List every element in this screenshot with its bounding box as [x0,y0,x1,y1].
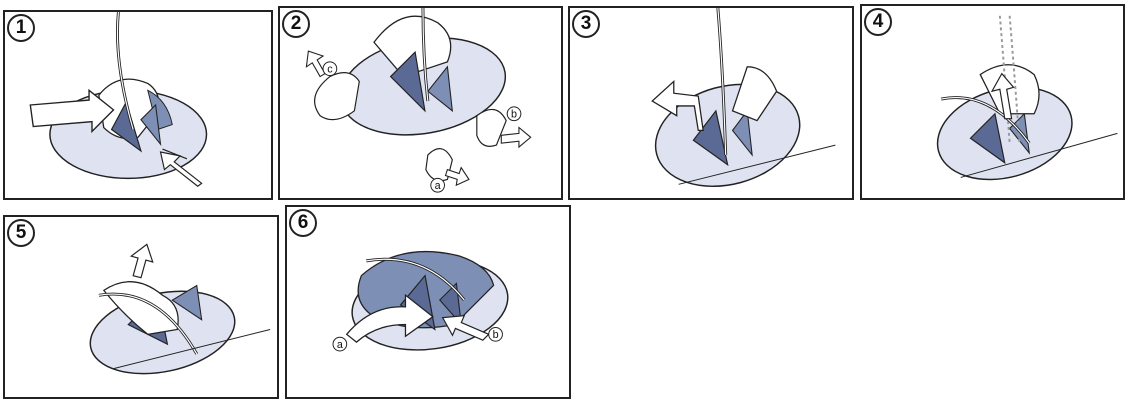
step-6-illustration: a b [287,207,569,397]
step-5-panel: 5 [3,215,279,399]
step-4-number: 4 [864,8,892,36]
step-6-panel: 6 a b [285,205,571,399]
step-6-label-a: a [337,339,343,351]
step-5-illustration [5,217,277,397]
step-5-number: 5 [7,219,35,247]
step-3-illustration [570,8,852,198]
step-4-panel: 4 [860,4,1125,200]
step-4-illustration [862,6,1123,198]
step-2-label-b: b [511,109,517,121]
step-2-illustration: c b a [280,8,561,198]
step-1-illustration [5,12,271,198]
step-6-label-b: b [493,329,499,341]
step-2-panel: 2 c b a [278,6,563,200]
step-2-number: 2 [282,10,310,38]
step-1-panel: 1 [3,10,273,200]
step-2-label-a: a [435,180,441,192]
step-1-number: 1 [7,14,35,42]
step-3-number: 3 [572,10,600,38]
step-6-number: 6 [289,209,317,237]
step-2-label-c: c [327,64,333,76]
step-3-panel: 3 [568,6,854,200]
